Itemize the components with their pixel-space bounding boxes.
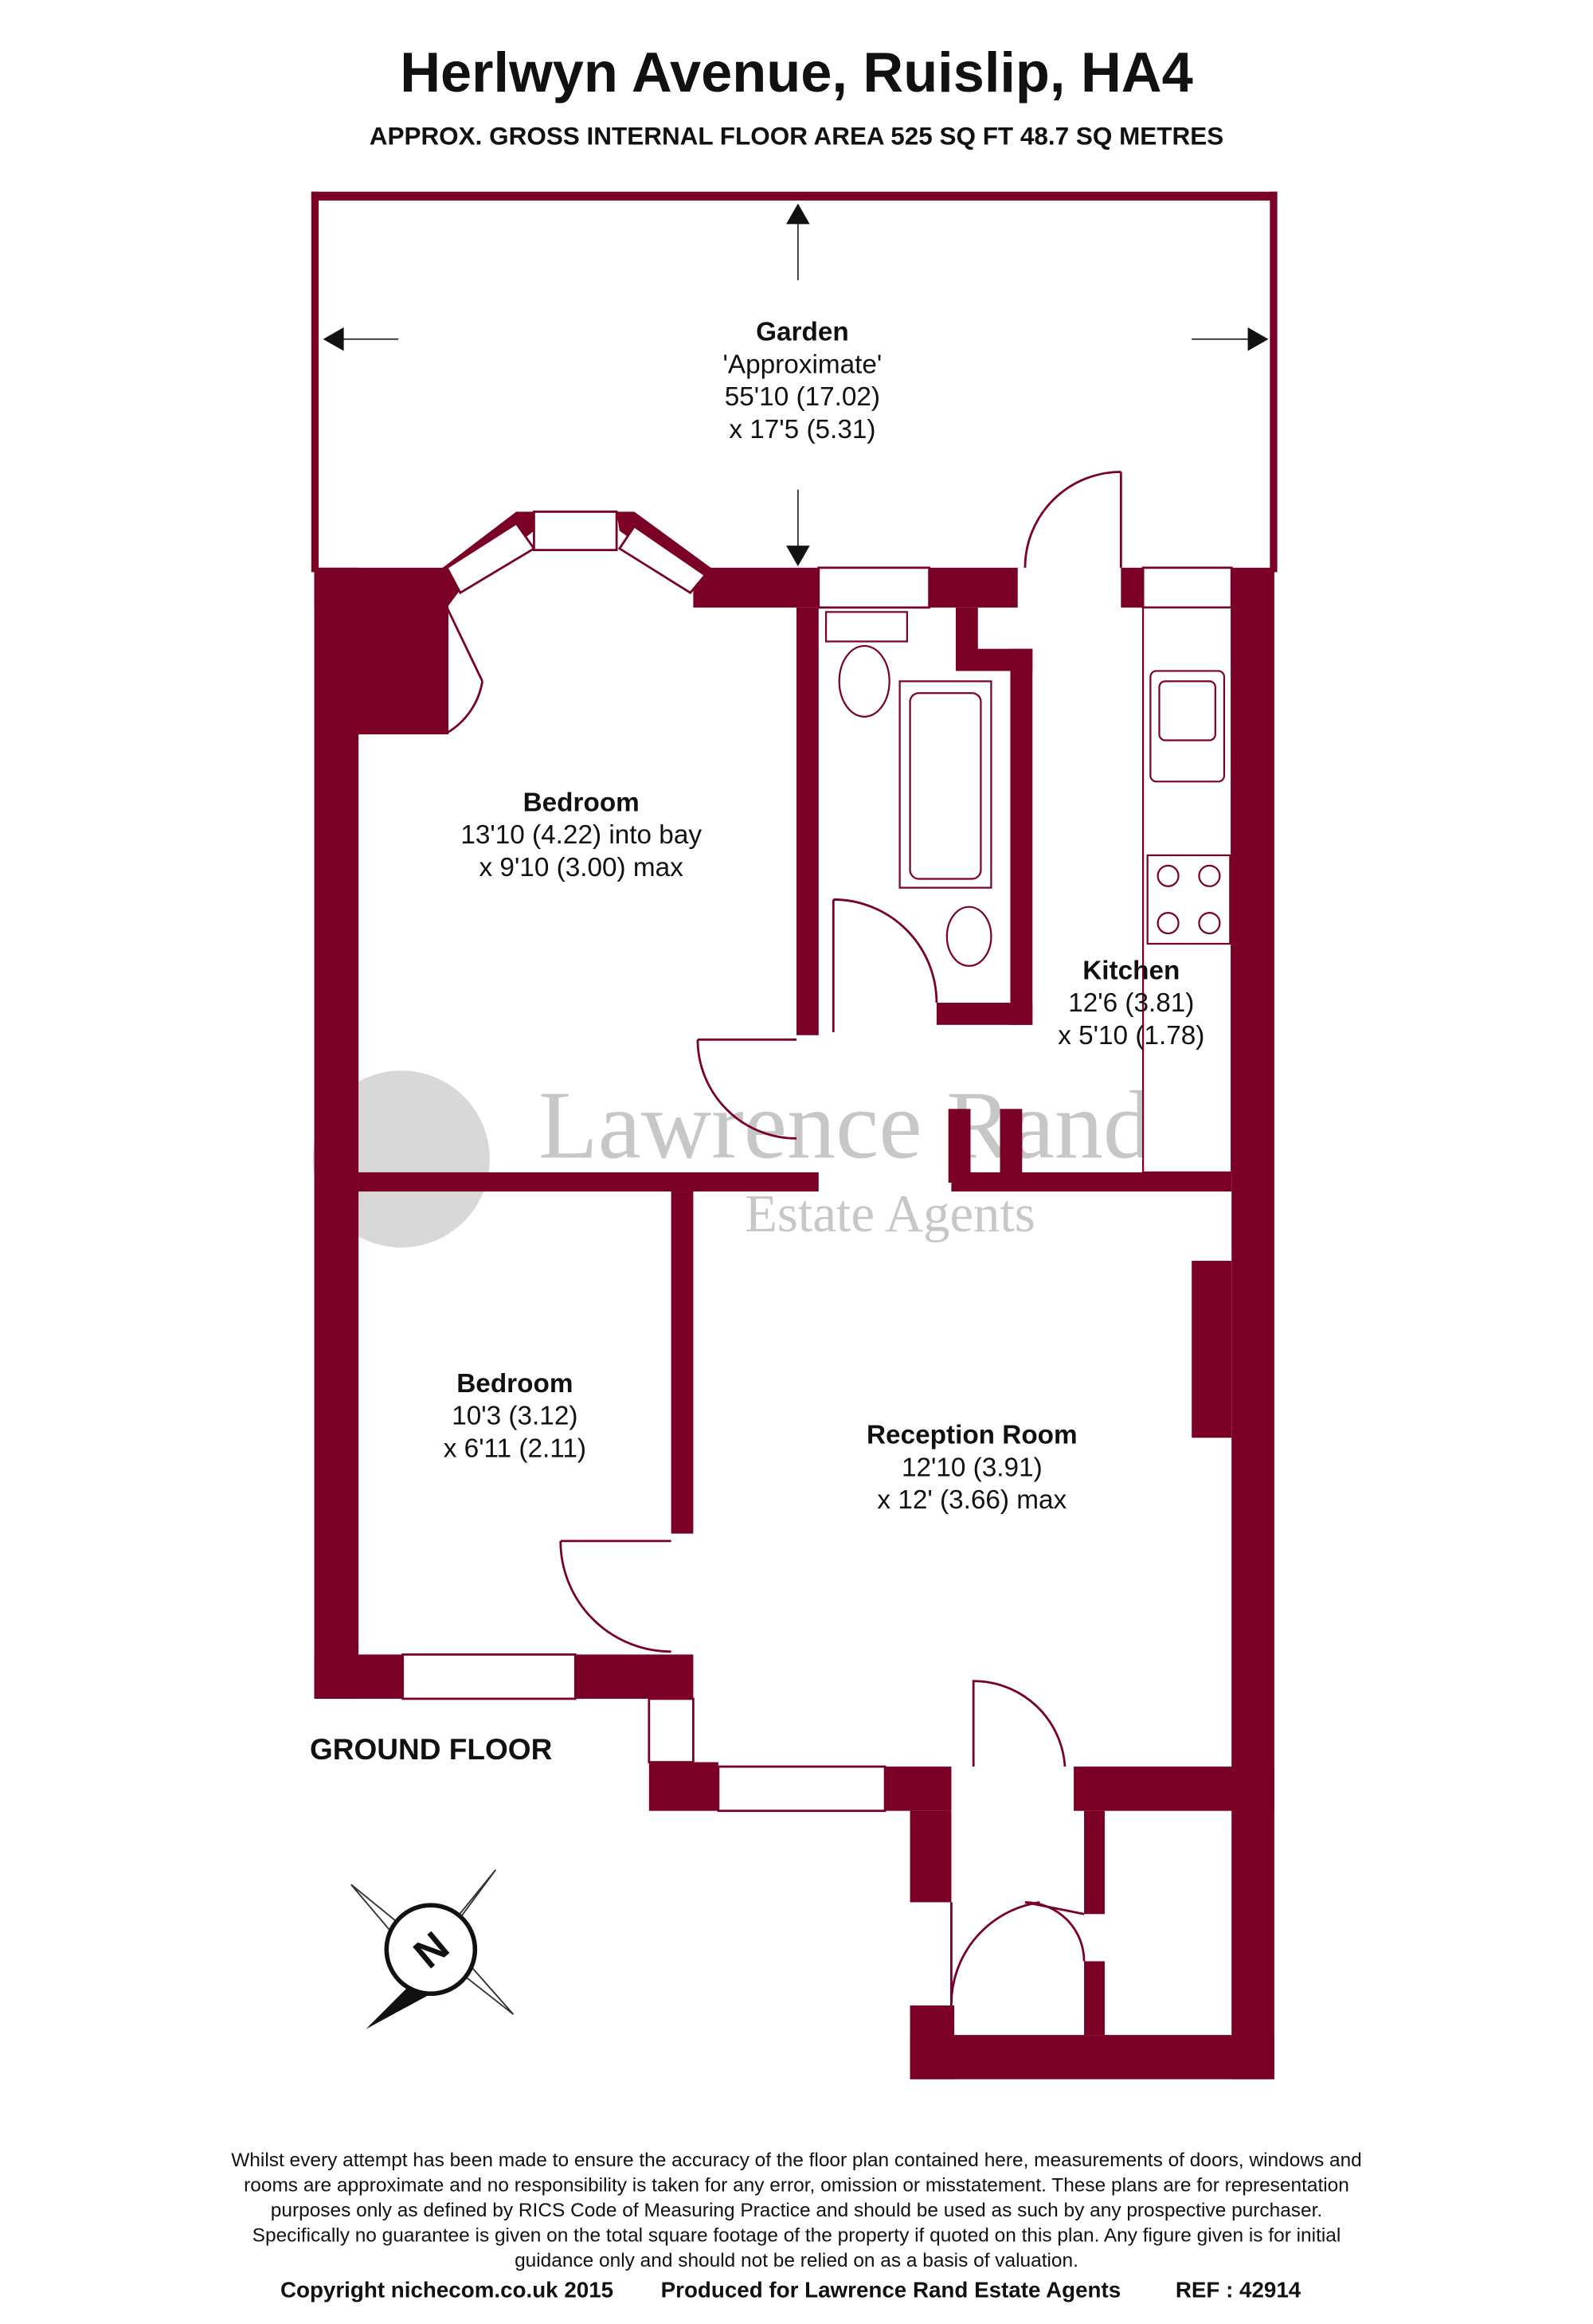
svg-text:x 17'5 (5.31): x 17'5 (5.31) — [729, 415, 875, 444]
svg-text:x 12' (3.66) max: x 12' (3.66) max — [877, 1485, 1067, 1515]
svg-text:13'10 (4.22) into bay: 13'10 (4.22) into bay — [460, 820, 702, 850]
svg-text:Bedroom: Bedroom — [523, 788, 640, 817]
reference: REF : 42914 — [1176, 2278, 1301, 2302]
room-label-kitchen: Kitchen 12'6 (3.81) x 5'10 (1.78) — [1058, 956, 1204, 1050]
svg-text:x 9'10 (3.00) max: x 9'10 (3.00) max — [479, 853, 684, 882]
svg-text:Reception Room: Reception Room — [867, 1421, 1078, 1450]
svg-text:Bedroom: Bedroom — [456, 1369, 573, 1399]
svg-text:rooms are approximate and no r: rooms are approximate and no responsibil… — [244, 2174, 1349, 2196]
floor-area-subtitle: APPROX. GROSS INTERNAL FLOOR AREA 525 SQ… — [370, 122, 1223, 150]
disclaimer: Whilst every attempt has been made to en… — [231, 2150, 1362, 2271]
svg-text:Specifically no guarantee is g: Specifically no guarantee is given on th… — [252, 2224, 1341, 2246]
svg-text:10'3 (3.12): 10'3 (3.12) — [452, 1402, 577, 1431]
floor-label: GROUND FLOOR — [310, 1732, 552, 1766]
svg-text:guidance only and should not b: guidance only and should not be relied o… — [515, 2250, 1078, 2271]
svg-text:Kitchen: Kitchen — [1082, 956, 1180, 985]
svg-text:'Approximate': 'Approximate' — [723, 350, 883, 379]
svg-text:Whilst every attempt has been: Whilst every attempt has been made to en… — [231, 2150, 1362, 2171]
room-label-bedroom-1: Bedroom 13'10 (4.22) into bay x 9'10 (3.… — [460, 788, 702, 882]
svg-text:55'10 (17.02): 55'10 (17.02) — [725, 382, 880, 412]
svg-text:Garden: Garden — [756, 318, 849, 347]
svg-text:purposes only as defined by RI: purposes only as defined by RICS Code of… — [271, 2200, 1322, 2221]
copyright: Copyright nichecom.co.uk 2015 — [280, 2278, 613, 2302]
doors-and-fixtures — [357, 471, 1233, 2006]
room-label-bedroom-2: Bedroom 10'3 (3.12) x 6'11 (2.11) — [444, 1369, 586, 1463]
room-label-garden: Garden 'Approximate' 55'10 (17.02) x 17'… — [723, 318, 883, 444]
watermark-line2: Estate Agents — [745, 1185, 1035, 1243]
compass-icon: N — [350, 1869, 515, 2029]
page-title: Herlwyn Avenue, Ruislip, HA4 — [400, 41, 1192, 104]
svg-text:x 5'10 (1.78): x 5'10 (1.78) — [1058, 1021, 1204, 1050]
svg-text:x 6'11 (2.11): x 6'11 (2.11) — [444, 1434, 586, 1463]
walls — [314, 511, 1274, 2079]
svg-text:12'6 (3.81): 12'6 (3.81) — [1068, 988, 1194, 1018]
watermark: Lawrence Rand Estate Agents — [312, 1070, 1152, 1248]
room-label-reception: Reception Room 12'10 (3.91) x 12' (3.66)… — [867, 1421, 1078, 1515]
garden-boundary — [311, 191, 1278, 573]
windows — [401, 511, 1233, 1813]
produced-for: Produced for Lawrence Rand Estate Agents — [661, 2278, 1121, 2302]
svg-text:12'10 (3.91): 12'10 (3.91) — [902, 1453, 1043, 1482]
watermark-line1: Lawrence Rand — [538, 1071, 1152, 1179]
